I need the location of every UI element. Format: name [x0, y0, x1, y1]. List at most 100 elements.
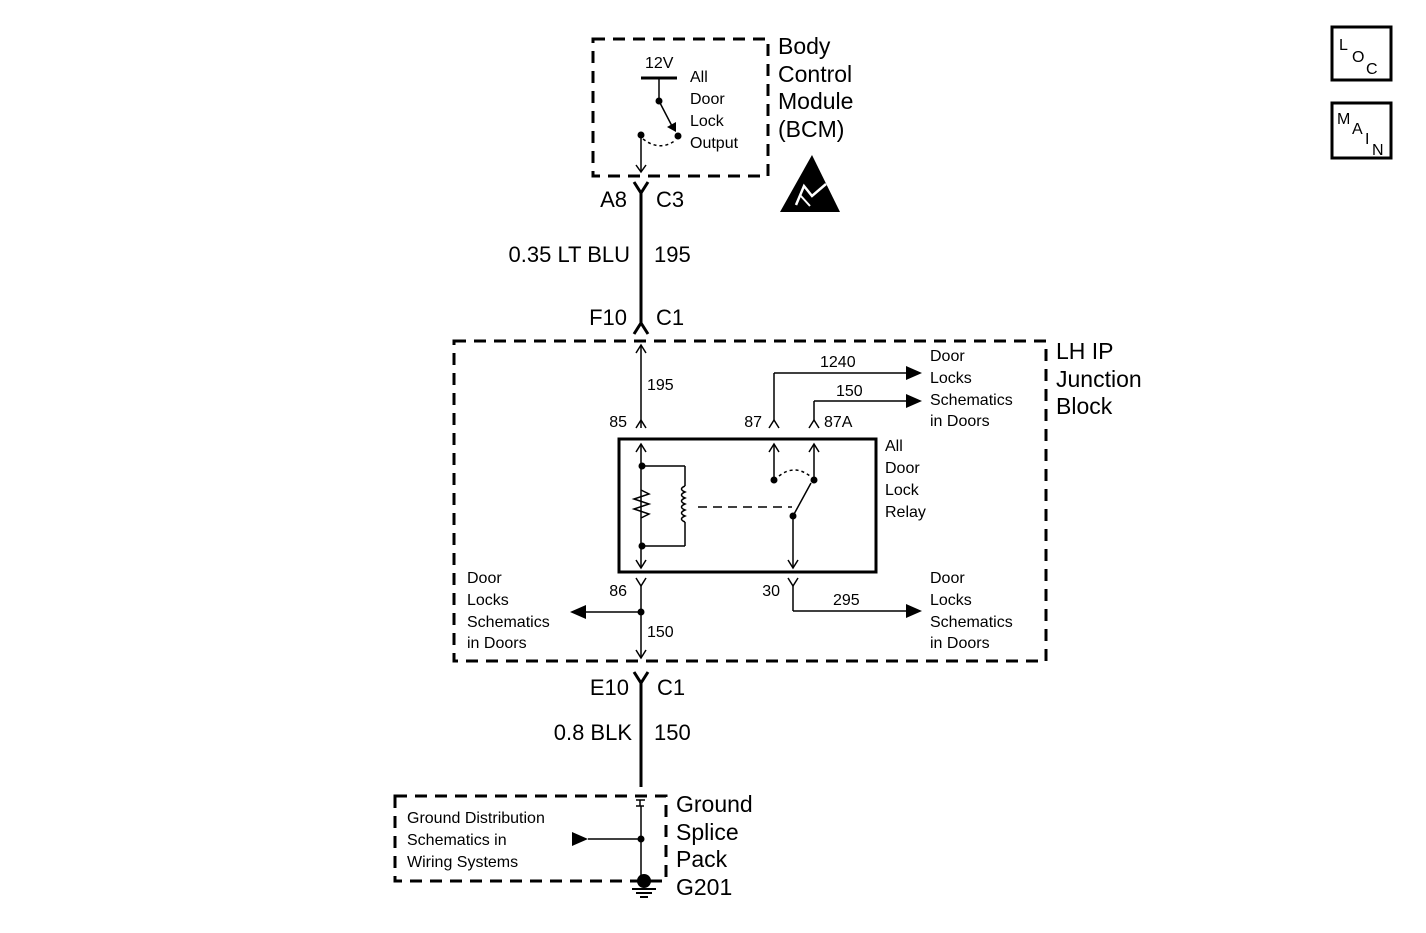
connector-c3-label: C3: [656, 187, 684, 212]
pin-86-label: 86: [609, 583, 627, 600]
relay-nc-contact: [810, 476, 818, 484]
ref-right-line-3: Schematics: [930, 614, 1013, 631]
ref-left-line-4: in Doors: [467, 635, 527, 652]
loc-button[interactable]: L O C: [1330, 25, 1393, 82]
door-locks-ref-left[interactable]: Door Locks Schematics in Doors: [467, 570, 550, 652]
relay-30-inner-chevron: [787, 559, 799, 570]
ref-right-line-2: Locks: [930, 592, 972, 609]
junction-block-boundary: [452, 339, 1048, 663]
ground-label-line-1: Ground: [676, 791, 753, 817]
ground-ref-boundary: [393, 794, 668, 883]
door-locks-ref-right[interactable]: Door Locks Schematics in Doors: [930, 570, 1013, 652]
relay-coil-winding: [680, 485, 687, 523]
relay-label-line-3: Lock: [885, 482, 920, 499]
junction-block-label: LH IP Junction Block: [1056, 338, 1142, 419]
wire-150-color-label: 0.8 BLK: [554, 720, 633, 745]
connector-c1-in-label: C1: [656, 305, 684, 330]
voltage-label: 12V: [645, 55, 674, 72]
bcm-label-line-4: (BCM): [778, 116, 844, 142]
ground-splice-pack-label: Ground Splice Pack G201: [676, 791, 753, 900]
main-letter-i: I: [1365, 131, 1369, 148]
switch-arrowhead: [667, 122, 676, 132]
switch-contact-dot: [674, 132, 682, 140]
wire-1240-arrowhead: [906, 366, 922, 380]
wire-195-circuit-label: 195: [654, 242, 691, 267]
relay-contact-dotted-arc: [778, 469, 811, 477]
loc-letter-o: O: [1352, 49, 1364, 66]
pin-87-chevron: [768, 418, 780, 429]
connector-c1-out-label: C1: [657, 675, 685, 700]
circuit-150-mid-label: 150: [647, 624, 674, 641]
ground-symbol-icon: [632, 874, 656, 898]
main-letter-a: A: [1352, 121, 1363, 138]
bcm-label: Body Control Module (BCM): [778, 33, 853, 142]
pin-a8-label: A8: [600, 187, 627, 212]
pin-86-chevron: [635, 577, 647, 588]
ref-left-line-2: Locks: [467, 592, 509, 609]
circuit-295-label: 295: [833, 592, 860, 609]
junction-label-line-2: Junction: [1056, 366, 1142, 392]
pin-87a-chevron: [808, 418, 820, 429]
relay-label-line-2: Door: [885, 460, 920, 477]
relay-armature: [792, 482, 812, 517]
pin-30-chevron: [787, 577, 799, 588]
main-letter-m: M: [1337, 111, 1350, 128]
connector-c1-out-symbol: [632, 671, 650, 686]
bcm-switch-line-4: Output: [690, 135, 739, 152]
ground-ref-line-2: Schematics in: [407, 832, 507, 849]
main-letter-n: N: [1372, 142, 1384, 159]
pin-30-label: 30: [762, 583, 780, 600]
bcm-switch-line-1: All: [690, 69, 708, 86]
pin-85-label: 85: [609, 414, 627, 431]
junction-circuit-195-label: 195: [647, 377, 674, 394]
relay-suppression-resistor: [631, 489, 652, 519]
bcm-switch-line-3: Lock: [690, 113, 725, 130]
ground-label-line-2: Splice: [676, 819, 739, 845]
wire-150-circuit-label: 150: [654, 720, 691, 745]
pin-87-label: 87: [744, 414, 762, 431]
pin-e10-label: E10: [590, 675, 629, 700]
wire-295-arrowhead: [906, 604, 922, 618]
ref-top-line-4: in Doors: [930, 413, 990, 430]
ground-label-line-4: G201: [676, 874, 732, 900]
ref-top-line-1: Door: [930, 348, 965, 365]
junction-label-line-1: LH IP: [1056, 338, 1114, 364]
door-lock-relay: [617, 437, 878, 574]
main-button[interactable]: M A I N: [1330, 101, 1393, 160]
relay-86-inner-chevron: [635, 559, 647, 570]
wire-150-left-arrowhead: [570, 605, 586, 619]
ground-label-line-3: Pack: [676, 846, 728, 872]
ground-pack-terminal: [636, 799, 645, 807]
ground-distribution-ref[interactable]: Ground Distribution Schematics in Wiring…: [407, 810, 545, 871]
loc-letter-c: C: [1366, 61, 1378, 78]
switch-dotted-link: [642, 138, 677, 147]
pin-87a-label: 87A: [824, 414, 853, 431]
circuit-150-top-label: 150: [836, 383, 863, 400]
door-locks-ref-top[interactable]: Door Locks Schematics in Doors: [930, 348, 1013, 430]
relay-label: All Door Lock Relay: [885, 438, 926, 521]
bcm-switch-line-2: Door: [690, 91, 725, 108]
relay-label-line-1: All: [885, 438, 903, 455]
connector-c1-in-symbol: [632, 320, 650, 335]
connector-c3-symbol: [632, 181, 650, 196]
ref-left-line-1: Door: [467, 570, 502, 587]
ref-top-line-2: Locks: [930, 370, 972, 387]
bcm-label-line-1: Body: [778, 33, 831, 59]
wire-195-color-label: 0.35 LT BLU: [509, 242, 630, 267]
relay-label-line-4: Relay: [885, 504, 926, 521]
ref-top-line-3: Schematics: [930, 392, 1013, 409]
ground-ref-arrowhead: [572, 832, 588, 846]
pin-85-chevron: [635, 418, 647, 429]
bcm-switch-blade: [658, 100, 674, 129]
pin-f10-label: F10: [589, 305, 627, 330]
relay-no-contact: [770, 476, 778, 484]
circuit-1240-label: 1240: [820, 354, 856, 371]
esd-warning-icon: [780, 155, 840, 212]
ref-right-line-1: Door: [930, 570, 965, 587]
bcm-switch-label: All Door Lock Output: [690, 69, 739, 152]
bcm-label-line-2: Control: [778, 61, 852, 87]
wire-150-top-arrowhead: [906, 394, 922, 408]
bcm-boundary: [591, 37, 770, 178]
junction-exit-chevron: [635, 649, 647, 660]
